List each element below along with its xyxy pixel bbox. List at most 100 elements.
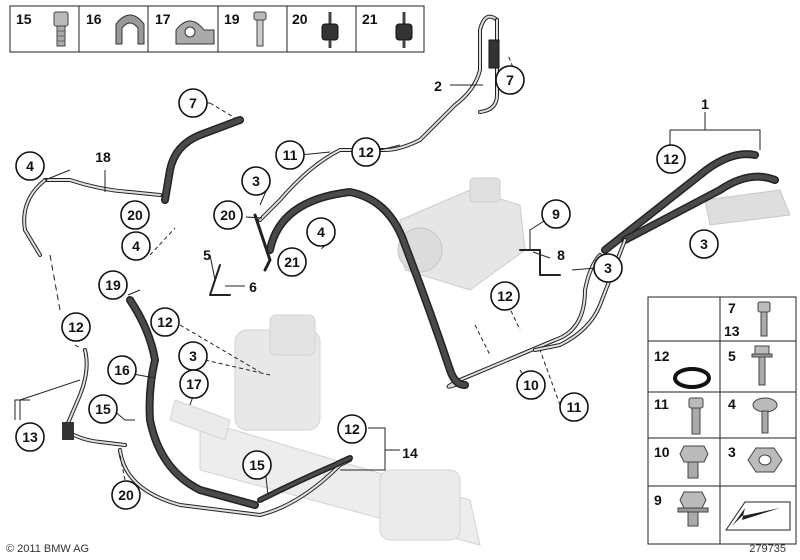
legend-top-num: 16 bbox=[86, 11, 102, 27]
callout-label: 12 bbox=[68, 319, 84, 335]
callout-circle bbox=[306, 217, 336, 247]
callout-3: 3 bbox=[178, 341, 208, 371]
callout-circle bbox=[541, 199, 571, 229]
callout-label: 18 bbox=[95, 149, 111, 165]
callout-label: 1 bbox=[701, 96, 709, 112]
callout-label: 7 bbox=[189, 95, 197, 111]
callout-label: 13 bbox=[22, 429, 38, 445]
callout-circle bbox=[120, 200, 150, 230]
callout-12: 12 bbox=[150, 307, 180, 337]
o-ring-icon bbox=[673, 367, 711, 389]
hex-bolt-icon bbox=[679, 445, 709, 479]
callout-label: 15 bbox=[249, 457, 265, 473]
copyright: © 2011 BMW AG bbox=[6, 543, 90, 555]
callout-circle bbox=[111, 480, 141, 510]
callout-circle bbox=[241, 166, 271, 196]
bolt-icon bbox=[53, 11, 69, 47]
legend-right-num: 9 bbox=[654, 492, 662, 508]
callout-label: 16 bbox=[114, 362, 130, 378]
callout-label: 3 bbox=[189, 348, 197, 364]
callout-2: 2 bbox=[434, 78, 442, 94]
image-number: 279735 bbox=[749, 543, 786, 555]
callout-circle bbox=[107, 355, 137, 385]
callout-circle bbox=[559, 392, 589, 422]
callout-label: 12 bbox=[157, 314, 173, 330]
bolt-icon bbox=[688, 397, 704, 435]
callout-circle bbox=[150, 307, 180, 337]
callout-label: 4 bbox=[317, 224, 325, 240]
callout-label: 12 bbox=[344, 421, 360, 437]
callout-12: 12 bbox=[61, 312, 91, 342]
callout-circle bbox=[242, 450, 272, 480]
callout-3: 3 bbox=[241, 166, 271, 196]
hose-lines bbox=[22, 14, 779, 517]
callout-label: 11 bbox=[567, 399, 582, 415]
callout-17: 17 bbox=[179, 369, 209, 399]
callout-label: 12 bbox=[497, 288, 513, 304]
callout-6: 6 bbox=[249, 279, 257, 295]
callout-label: 2 bbox=[434, 78, 442, 94]
callout-circle bbox=[88, 394, 118, 424]
callout-circle bbox=[61, 312, 91, 342]
callout-20: 20 bbox=[111, 480, 141, 510]
callout-label: 12 bbox=[663, 151, 679, 167]
bolt-icon bbox=[757, 301, 771, 337]
callout-12: 12 bbox=[490, 281, 520, 311]
callout-15: 15 bbox=[242, 450, 272, 480]
callout-20: 20 bbox=[213, 200, 243, 230]
callout-label: 17 bbox=[186, 376, 202, 392]
legend-right-num: 12 bbox=[654, 348, 670, 364]
callout-20: 20 bbox=[120, 200, 150, 230]
callout-label: 12 bbox=[358, 144, 374, 160]
callout-label: 9 bbox=[552, 206, 560, 222]
screw-icon bbox=[253, 11, 267, 47]
legend-top-num: 19 bbox=[224, 11, 240, 27]
callout-label: 21 bbox=[284, 254, 300, 270]
callout-label: 20 bbox=[127, 207, 143, 223]
callout-5: 5 bbox=[203, 247, 211, 263]
callout-label: 10 bbox=[523, 377, 539, 393]
callout-19: 19 bbox=[98, 270, 128, 300]
hex-nut-icon bbox=[747, 447, 783, 473]
callout-14: 14 bbox=[402, 445, 418, 461]
callout-label: 3 bbox=[252, 173, 260, 189]
legend-right: 7 13 12 5 11 4 10 3 9 bbox=[647, 296, 797, 545]
callout-18: 18 bbox=[95, 149, 111, 165]
callout-circle bbox=[593, 253, 623, 283]
callout-3: 3 bbox=[689, 229, 719, 259]
callout-7: 7 bbox=[178, 88, 208, 118]
callout-4: 4 bbox=[121, 231, 151, 261]
oil-cooler-ghost bbox=[704, 189, 791, 226]
callout-circle bbox=[178, 88, 208, 118]
callout-circle bbox=[213, 200, 243, 230]
legend-top: 15 16 17 19 20 21 bbox=[9, 5, 425, 53]
callout-12: 12 bbox=[351, 137, 381, 167]
callout-label: 7 bbox=[506, 72, 514, 88]
callout-12: 12 bbox=[656, 144, 686, 174]
legend-top-num: 15 bbox=[16, 11, 32, 27]
callout-label: 5 bbox=[203, 247, 211, 263]
callout-label: 14 bbox=[402, 445, 418, 461]
callout-4: 4 bbox=[306, 217, 336, 247]
washer-screw-icon bbox=[752, 397, 778, 434]
direction-arrow-icon bbox=[725, 501, 791, 531]
legend-top-num: 20 bbox=[292, 11, 308, 27]
callout-11: 11 bbox=[559, 392, 589, 422]
callout-circle bbox=[351, 137, 381, 167]
callout-label: 3 bbox=[604, 260, 612, 276]
callout-circle bbox=[15, 151, 45, 181]
steering-gear-ghost bbox=[169, 314, 481, 546]
callout-label: 11 bbox=[283, 147, 298, 163]
legend-right-num: 7 bbox=[728, 300, 736, 316]
clamp-icon bbox=[115, 14, 145, 45]
callout-9: 9 bbox=[541, 199, 571, 229]
callout-circle bbox=[337, 414, 367, 444]
flange-bolt-icon bbox=[677, 491, 709, 527]
callout-circle bbox=[656, 144, 686, 174]
callout-label: 19 bbox=[105, 277, 121, 293]
callout-15: 15 bbox=[88, 394, 118, 424]
callout-label: 4 bbox=[132, 238, 140, 254]
callout-1: 1 bbox=[701, 96, 709, 112]
callout-label: 4 bbox=[26, 158, 34, 174]
